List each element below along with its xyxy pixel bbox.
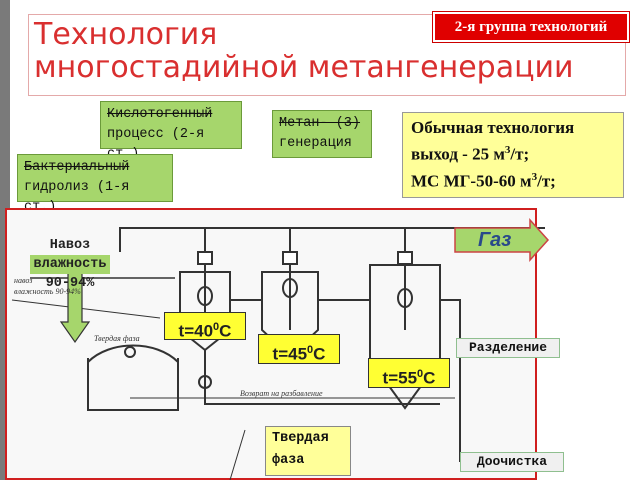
- separation-label: Разделение: [456, 338, 560, 358]
- scan-note-manure-2: влажность 90-94%: [14, 287, 81, 296]
- info-line-2: выход - 25 м3/т;: [411, 144, 530, 164]
- title-frame: [28, 14, 626, 96]
- stage-acidogenic-line-1: Кислотогенный: [107, 107, 213, 122]
- gas-collection-pipe: [119, 227, 545, 252]
- stage-methane-box: Метан- (3) генерация: [272, 110, 372, 158]
- temperature-stage-1: t=400C: [164, 312, 246, 341]
- title-line-2: многостадийной метангенерации: [34, 50, 574, 85]
- scan-note-solid: Твердая фаза: [94, 334, 140, 343]
- stage-hydrolysis-line-1: Бактериальный: [24, 160, 130, 175]
- post-treatment-label: Доочистка: [460, 452, 564, 472]
- manure-label: Навоз влажность 90-94%: [18, 236, 122, 293]
- scan-note-manure-1: навоз: [14, 276, 32, 285]
- manure-inlet-arrow: [59, 264, 91, 344]
- scan-note-return: Возврат на разбавление: [240, 389, 323, 398]
- info-line-3: МС МГ-50-60 м3/т;: [411, 170, 556, 191]
- gas-outlet-arrow: [454, 218, 550, 262]
- stage-methane-line-2: генерация: [279, 136, 352, 151]
- manure-line-3: 90-94%: [45, 276, 95, 291]
- manure-line-2: влажность: [29, 255, 111, 274]
- conventional-tech-info: Обычная технология выход - 25 м3/т; МС М…: [402, 112, 624, 198]
- temperature-stage-2: t=450C: [258, 334, 340, 364]
- solid-phase-line-2: фаза: [272, 453, 305, 468]
- temperature-stage-3: t=550C: [368, 358, 450, 388]
- pre-tank: [87, 358, 179, 411]
- page-title: Технология многостадийной метангенерации: [34, 18, 574, 84]
- stage-hydrolysis-box: Бактериальный гидролиз (1-я ст.): [17, 154, 173, 215]
- solid-phase-label: Твердая фаза: [265, 426, 351, 476]
- group-badge: 2-я группа технологий: [433, 12, 629, 42]
- solid-phase-line-1: Твердая: [272, 431, 329, 446]
- gas-label: Газ: [478, 229, 512, 251]
- title-line-1: Технология: [34, 17, 218, 52]
- info-line-1: Обычная технология: [411, 118, 575, 137]
- stage-methane-line-1: Метан- (3): [279, 116, 361, 131]
- manure-line-1: Навоз: [49, 238, 91, 253]
